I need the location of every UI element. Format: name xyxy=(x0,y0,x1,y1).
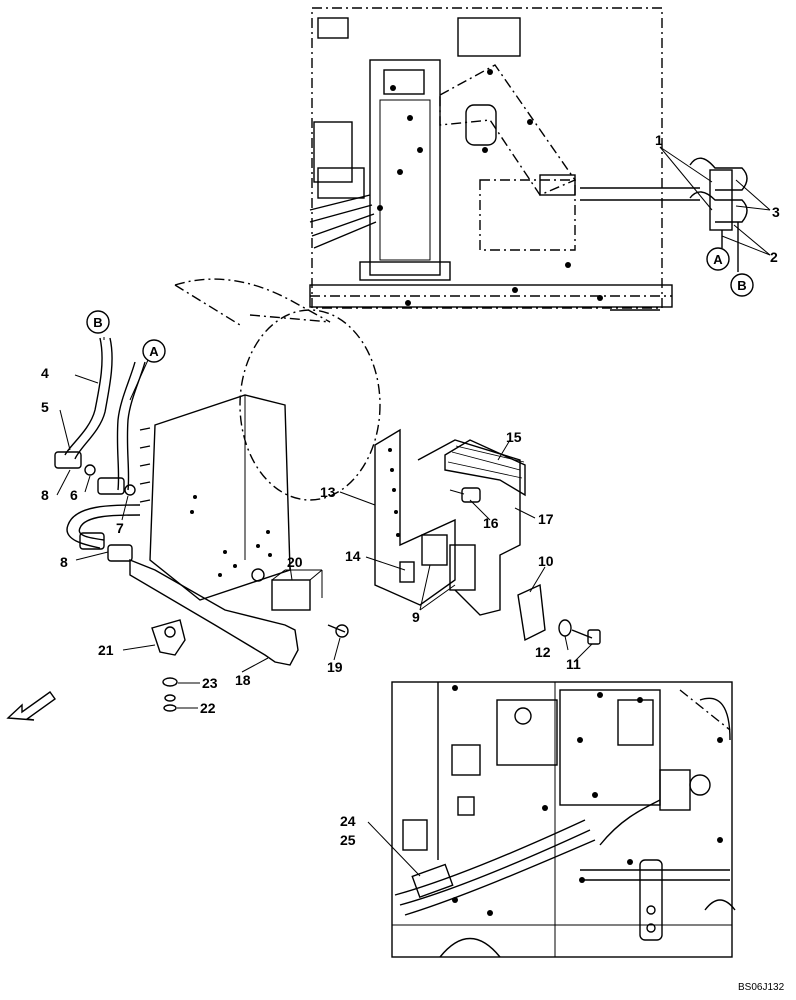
callout-20: 20 xyxy=(287,554,303,570)
callout-22: 22 xyxy=(200,700,216,716)
callout-7: 7 xyxy=(116,520,124,536)
callout-13: 13 xyxy=(320,484,336,500)
callout-4: 4 xyxy=(41,365,49,381)
callout-21: 21 xyxy=(98,642,114,658)
drawing-code: BS06J132 xyxy=(738,982,785,993)
callout-8-upper: 8 xyxy=(41,487,49,503)
callout-18: 18 xyxy=(235,672,251,688)
callout-5: 5 xyxy=(41,399,49,415)
callout-14: 14 xyxy=(345,548,361,564)
callout-9: 9 xyxy=(412,609,420,625)
control-valve-assembly xyxy=(54,278,381,712)
circle-label-a-right: A xyxy=(706,247,730,271)
callout-1: 1 xyxy=(655,132,663,148)
circle-label-b-right-text: B xyxy=(737,278,746,293)
callout-11: 11 xyxy=(566,656,581,672)
callout-12: 12 xyxy=(535,644,551,660)
circle-label-b-top-text: B xyxy=(93,315,102,330)
circle-label-b-right: B xyxy=(730,273,754,297)
callout-8-lower: 8 xyxy=(60,554,68,570)
circle-label-a-top-text: A xyxy=(149,344,159,359)
callout-25: 25 xyxy=(340,832,356,848)
callout-23: 23 xyxy=(202,675,218,691)
front-direction-arrow xyxy=(6,691,56,721)
callout-10: 10 xyxy=(538,553,554,569)
callout-24: 24 xyxy=(340,813,356,829)
callout-2: 2 xyxy=(770,249,778,265)
callout-numbers: 1 2 3 4 5 6 7 8 8 9 10 11 12 13 14 15 16… xyxy=(41,132,780,848)
circle-label-a-right-text: A xyxy=(713,252,723,267)
callout-15: 15 xyxy=(506,429,522,445)
circle-label-a-top: A xyxy=(142,339,166,363)
upper-fitting-detail xyxy=(659,146,771,272)
leader-lines xyxy=(56,337,593,877)
circle-label-b-top: B xyxy=(86,310,110,334)
bracket-assembly xyxy=(374,428,601,645)
top-overview-view xyxy=(309,7,700,311)
callout-16: 16 xyxy=(483,515,499,531)
callout-3: 3 xyxy=(772,204,780,220)
callout-6: 6 xyxy=(70,487,78,503)
callout-19: 19 xyxy=(327,659,343,675)
lower-detail-view xyxy=(391,681,736,958)
callout-17: 17 xyxy=(538,511,554,527)
